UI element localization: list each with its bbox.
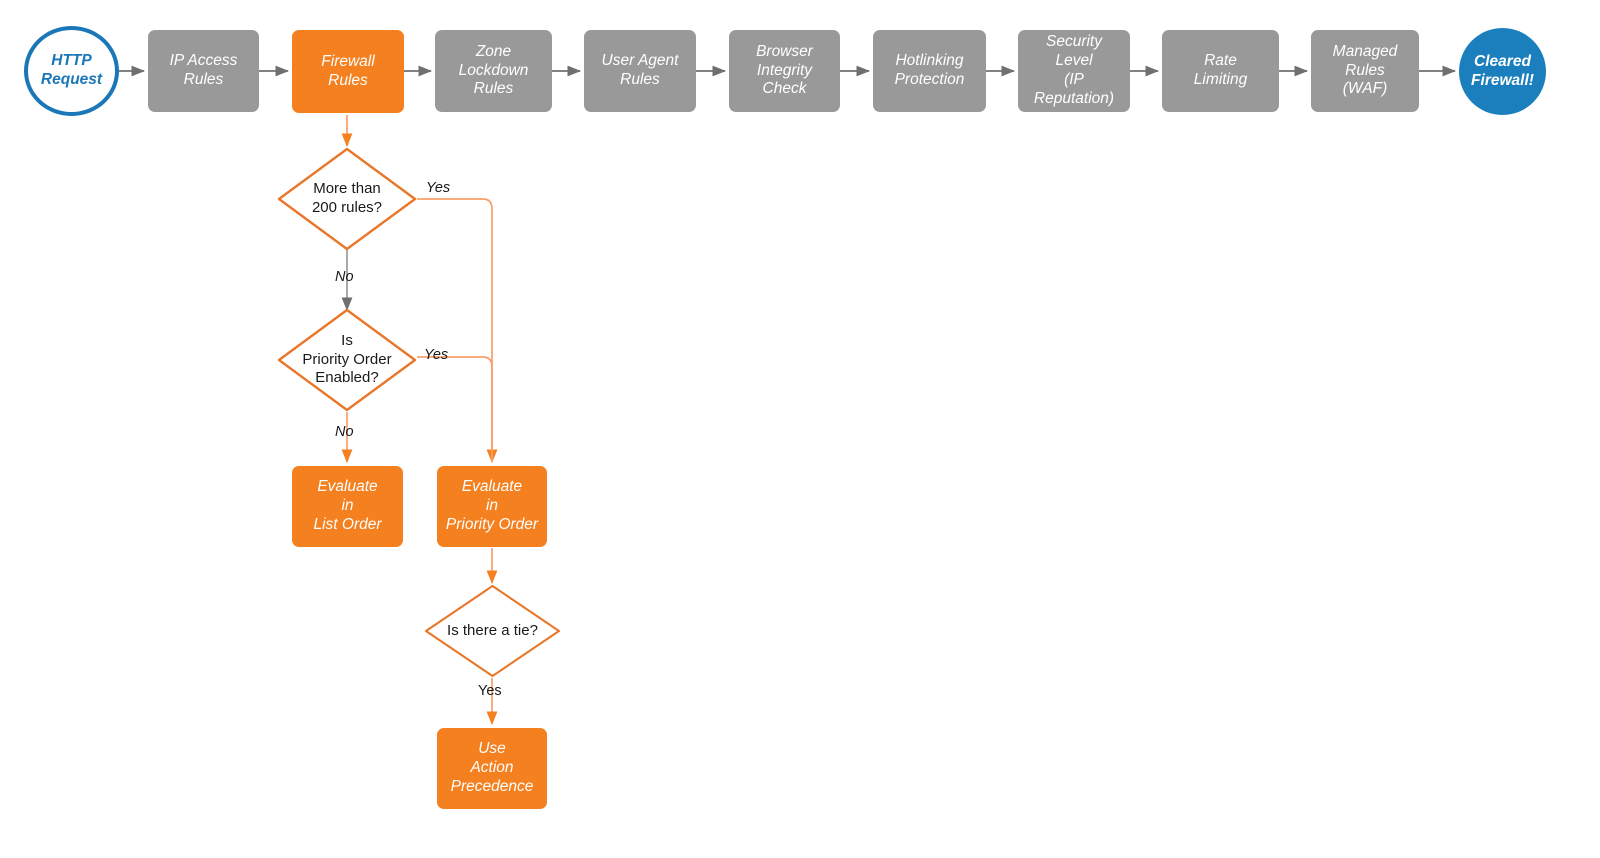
node-evaluate-in-priority-order[interactable]: Evaluate in Priority Order — [437, 466, 547, 547]
edge-label-tie-yes: Yes — [478, 683, 502, 699]
decision-more-than-200-rules[interactable]: More than 200 rules? — [277, 147, 417, 251]
node-security-level[interactable]: Security Level (IP Reputation) — [1018, 30, 1130, 112]
node-browser-integrity-check[interactable]: Browser Integrity Check — [729, 30, 840, 112]
node-evaluate-in-list-order-label: Evaluate in List Order — [313, 478, 382, 533]
node-security-level-label: Security Level (IP Reputation) — [1033, 33, 1115, 107]
node-user-agent-rules-label: User Agent Rules — [601, 52, 679, 88]
node-ip-access-rules[interactable]: IP Access Rules — [148, 30, 259, 112]
node-zone-lockdown-rules-label: Zone Lockdown Rules — [458, 42, 529, 98]
node-cleared-firewall-label: Cleared Firewall! — [1471, 52, 1534, 89]
node-firewall-rules[interactable]: Firewall Rules — [292, 30, 404, 113]
edge-label-decision1-yes: Yes — [426, 180, 451, 196]
decision-priority-order-enabled[interactable]: Is Priority Order Enabled? — [277, 308, 417, 412]
node-managed-rules-waf[interactable]: Managed Rules (WAF) — [1311, 30, 1419, 112]
node-http-request[interactable]: HTTP Request — [24, 26, 119, 116]
node-evaluate-in-list-order[interactable]: Evaluate in List Order — [292, 466, 403, 547]
node-rate-limiting-label: Rate Limiting — [1193, 52, 1248, 88]
diamond-shape-icon — [277, 147, 417, 251]
node-http-request-label: HTTP Request — [40, 52, 103, 88]
node-user-agent-rules[interactable]: User Agent Rules — [584, 30, 696, 112]
diamond-shape-icon — [277, 308, 417, 412]
node-use-action-precedence[interactable]: Use Action Precedence — [437, 728, 547, 809]
edge-decision2-yes — [417, 356, 493, 462]
edge-label-decision2-yes: Yes — [424, 347, 449, 363]
node-hotlinking-protection[interactable]: Hotlinking Protection — [873, 30, 986, 112]
node-ip-access-rules-label: IP Access Rules — [169, 52, 238, 88]
node-cleared-firewall[interactable]: Cleared Firewall! — [1459, 28, 1546, 115]
node-use-action-precedence-label: Use Action Precedence — [450, 740, 534, 795]
node-browser-integrity-check-label: Browser Integrity Check — [756, 42, 813, 98]
node-evaluate-in-priority-order-label: Evaluate in Priority Order — [445, 478, 539, 533]
diamond-shape-icon — [424, 584, 561, 678]
node-managed-rules-waf-label: Managed Rules (WAF) — [1332, 42, 1398, 98]
edge-label-decision2-no: No — [335, 424, 354, 440]
node-hotlinking-protection-label: Hotlinking Protection — [894, 52, 965, 88]
edge-label-decision1-no: No — [335, 269, 354, 285]
node-zone-lockdown-rules[interactable]: Zone Lockdown Rules — [435, 30, 552, 112]
node-firewall-rules-label: Firewall Rules — [321, 52, 375, 89]
decision-is-there-a-tie[interactable]: Is there a tie? — [424, 584, 561, 678]
edge-decision1-yes — [417, 198, 498, 464]
node-rate-limiting[interactable]: Rate Limiting — [1162, 30, 1279, 112]
